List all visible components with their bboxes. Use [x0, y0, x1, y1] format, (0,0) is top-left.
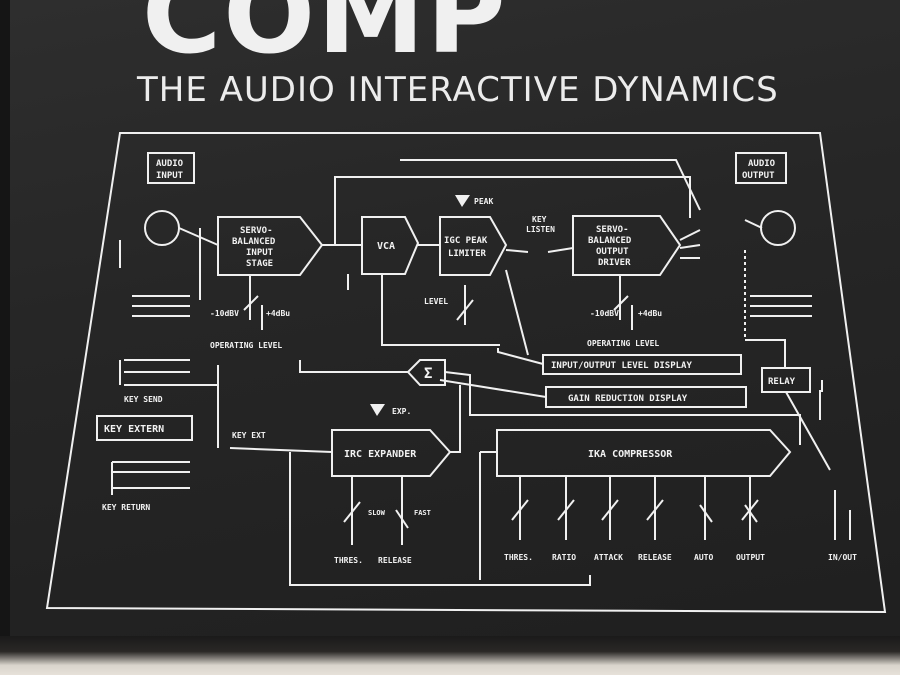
servo-out-label-1: SERVO-: [596, 225, 629, 235]
sigma-label: Σ: [424, 366, 432, 382]
key-send-label: KEY SEND: [124, 395, 163, 404]
fast-label: FAST: [414, 509, 431, 517]
audio-output-label-2: OUTPUT: [742, 171, 775, 181]
comp-auto-label: AUTO: [694, 553, 713, 562]
key-ext-label: KEY EXT: [232, 431, 266, 440]
audio-output-box: [735, 152, 787, 184]
key-listen-label-2: LISTEN: [526, 225, 555, 234]
slow-label: SLOW: [368, 509, 386, 517]
table-surface: [0, 636, 900, 675]
servo-out-label-2: BALANCED: [588, 236, 632, 246]
level-label: LEVEL: [424, 297, 448, 306]
key-extern-label: KEY EXTERN: [104, 424, 164, 435]
key-extern-box: [96, 415, 193, 441]
io-display-label: INPUT/OUTPUT LEVEL DISPLAY: [551, 361, 692, 371]
ika-compressor-label: IKA COMPRESSOR: [588, 449, 673, 460]
tagline: THE AUDIO INTERACTIVE DYNAMICS: [137, 70, 779, 110]
irc-expander-block: [331, 429, 452, 477]
servo-output-block: [572, 215, 682, 276]
xlr-input-icon: [144, 210, 180, 246]
vca-block: [361, 216, 420, 275]
in-operating-level-label: OPERATING LEVEL: [210, 341, 282, 350]
servo-in-label-1: SERVO-: [240, 226, 273, 236]
comp-thres-label: THRES.: [504, 553, 533, 562]
gr-display-label: GAIN REDUCTION DISPLAY: [568, 394, 688, 404]
servo-input-block: [217, 216, 324, 276]
diagram-frame: [45, 132, 887, 614]
out-plus4-label: +4dBu: [638, 309, 662, 318]
out-operating-level-label: OPERATING LEVEL: [587, 339, 659, 348]
xlr-output-icon: [760, 210, 796, 246]
in-plus4-label: +4dBu: [266, 309, 290, 318]
servo-in-label-2: BALANCED: [232, 237, 276, 247]
key-listen-label-1: KEY: [532, 215, 547, 224]
servo-in-label-3: INPUT: [246, 248, 274, 258]
audio-input-label: AUDIO: [156, 159, 184, 169]
panel-edge: [0, 0, 10, 640]
servo-out-label-3: OUTPUT: [596, 247, 629, 257]
brand-logo: COMP: [142, 0, 508, 78]
io-level-display: [542, 354, 742, 375]
relay-label: RELAY: [768, 377, 796, 387]
igc-label-2: LIMITER: [448, 249, 487, 259]
servo-out-label-4: DRIVER: [598, 258, 631, 268]
out-minus10-label: -10dBV: [590, 309, 619, 318]
comp-release-label: RELEASE: [638, 553, 672, 562]
audio-output-label: AUDIO: [748, 159, 776, 169]
peak-label: PEAK: [474, 197, 493, 206]
expander-thres-label: THRES.: [334, 556, 363, 565]
igc-label-1: IGC PEAK: [444, 236, 488, 246]
exp-led-icon: [370, 404, 385, 416]
expander-release-label: RELEASE: [378, 556, 412, 565]
audio-input-label-2: INPUT: [156, 171, 184, 181]
exp-label: EXP.: [392, 407, 411, 416]
comp-ratio-label: RATIO: [552, 553, 576, 562]
servo-in-label-4: STAGE: [246, 259, 273, 269]
ika-compressor-block: [496, 429, 792, 477]
peak-led-icon: [455, 195, 470, 207]
igc-block: [439, 216, 508, 276]
vca-label: VCA: [377, 241, 395, 252]
comp-output-label: OUTPUT: [736, 553, 765, 562]
in-minus10-label: -10dBV: [210, 309, 239, 318]
audio-input-box: [147, 152, 195, 184]
in-out-label: IN/OUT: [828, 553, 857, 562]
key-return-label: KEY RETURN: [102, 503, 150, 512]
irc-expander-label: IRC EXPANDER: [344, 449, 417, 460]
comp-attack-label: ATTACK: [594, 553, 623, 562]
